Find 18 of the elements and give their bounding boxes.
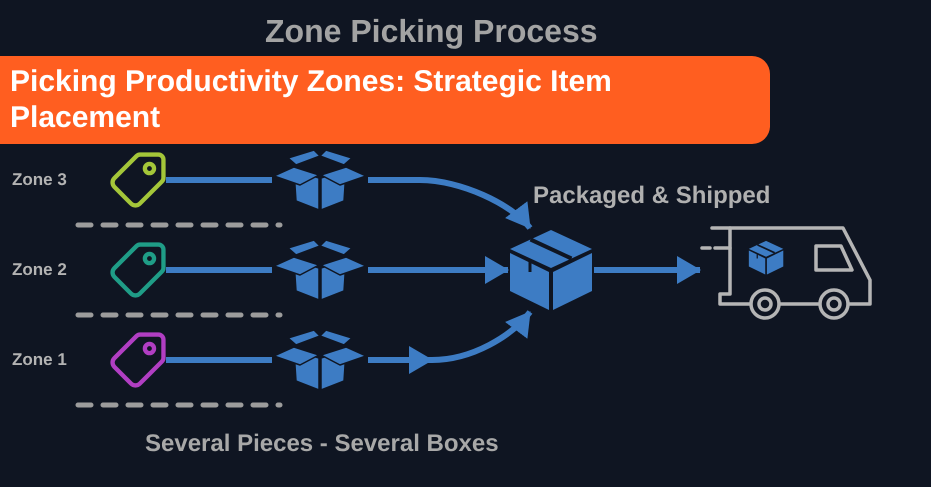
zone-label: Zone 2 <box>12 259 67 281</box>
arrow <box>368 256 509 284</box>
stage-heading: Packaged & Shipped <box>533 182 770 210</box>
closed-box-icon <box>508 228 594 312</box>
diagram-heading: Zone Picking Process <box>265 12 598 50</box>
zone-label: Zone 3 <box>12 169 67 191</box>
price-tag-icon <box>110 152 166 208</box>
arrow <box>368 310 532 374</box>
arrow <box>594 256 701 284</box>
connector-line <box>166 267 272 273</box>
title-banner: Picking Productivity Zones: Strategic Item Placement <box>0 56 770 144</box>
price-tag-icon <box>110 242 166 298</box>
connector-line <box>166 357 272 363</box>
price-tag-icon <box>110 332 166 388</box>
arrow <box>368 177 532 230</box>
caption-text: Several Pieces - Several Boxes <box>145 430 499 458</box>
zone-label: Zone 1 <box>12 349 67 371</box>
connector-line <box>166 177 272 183</box>
